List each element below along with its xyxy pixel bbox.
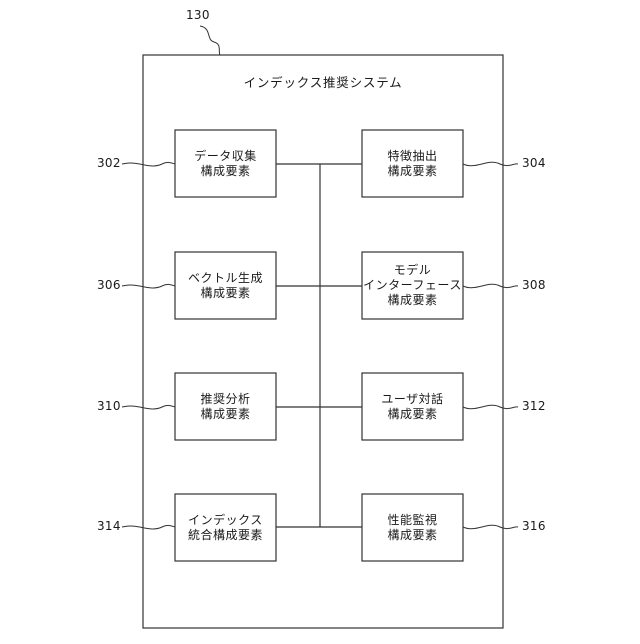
component-box-308: [362, 252, 463, 319]
component-box-304: [362, 130, 463, 197]
component-box-312: [362, 373, 463, 440]
ref-leader-302: [122, 162, 175, 166]
ref-number-308: 308: [522, 278, 546, 292]
ref-number-314: 314: [97, 519, 121, 533]
ref-leader-310: [122, 405, 175, 409]
system-title: インデックス推奨システム: [143, 72, 503, 91]
system-ref-leader: [200, 26, 220, 55]
ref-leader-306: [122, 284, 175, 288]
ref-leader-316: [463, 525, 518, 528]
ref-leader-312: [463, 405, 518, 408]
ref-leader-304: [463, 162, 518, 165]
ref-number-306: 306: [97, 278, 121, 292]
component-box-306: [175, 252, 276, 319]
component-box-314: [175, 494, 276, 561]
component-box-316: [362, 494, 463, 561]
system-ref-number: 130: [186, 8, 210, 22]
component-box-302: [175, 130, 276, 197]
ref-leader-314: [122, 525, 175, 529]
component-box-310: [175, 373, 276, 440]
ref-number-304: 304: [522, 156, 546, 170]
ref-number-316: 316: [522, 519, 546, 533]
ref-number-302: 302: [97, 156, 121, 170]
ref-number-310: 310: [97, 399, 121, 413]
ref-number-312: 312: [522, 399, 546, 413]
ref-leader-308: [463, 284, 518, 287]
